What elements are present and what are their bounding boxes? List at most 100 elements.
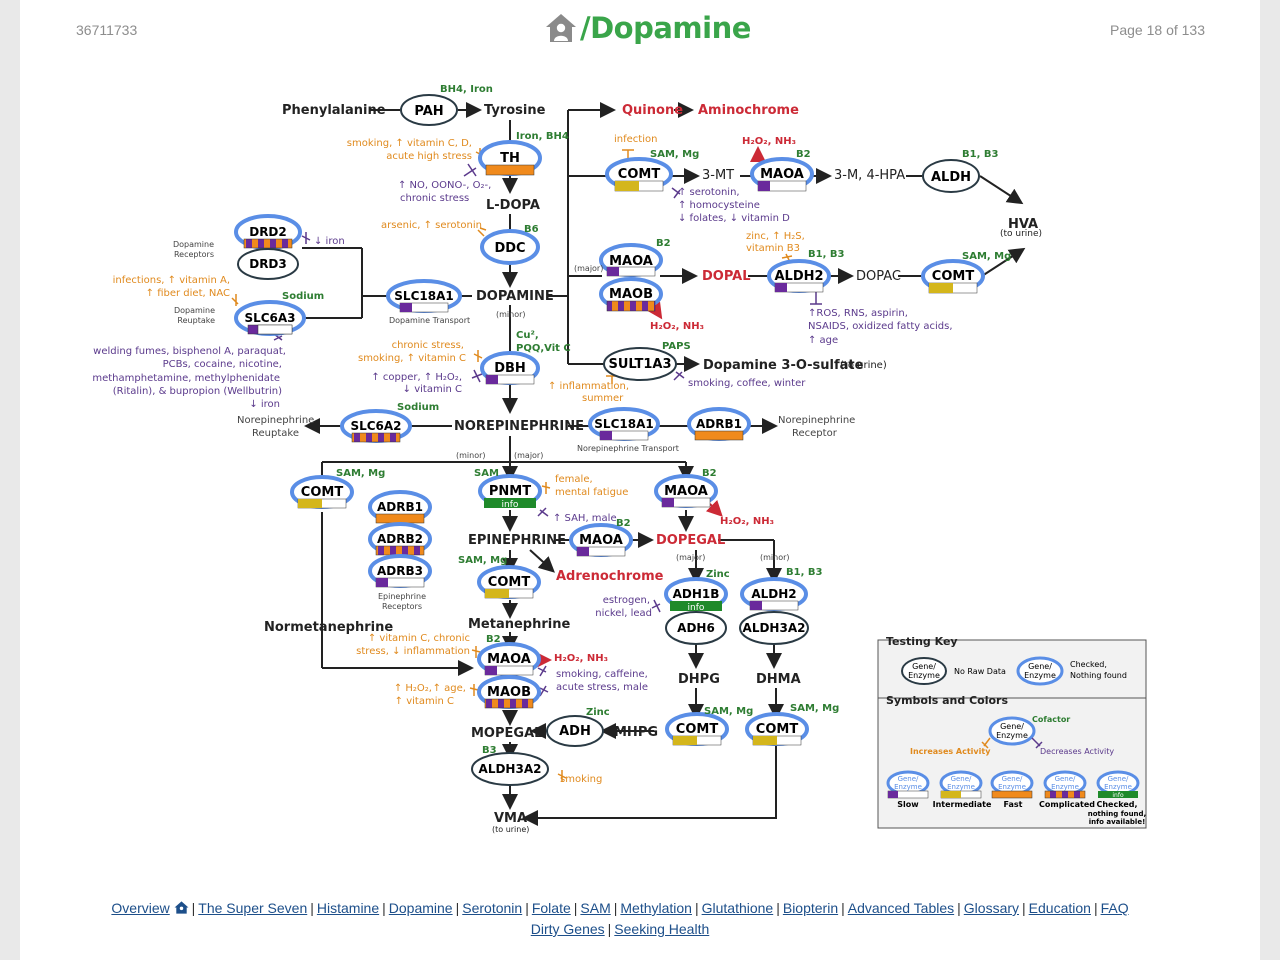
legend-decreases: Decreases Activity [1040, 747, 1114, 756]
svg-text:smoking, coffee, winter: smoking, coffee, winter [688, 378, 806, 389]
svg-text:smoking, ↑ vitamin C, D,: smoking, ↑ vitamin C, D, [347, 138, 472, 149]
nav-histamine[interactable]: Histamine [316, 900, 380, 916]
enzyme-aldh2-b[interactable]: ALDH2 [740, 577, 808, 611]
svg-text:ADRB3: ADRB3 [377, 564, 423, 578]
svg-text:vitamin B3: vitamin B3 [746, 243, 800, 254]
legend-speed-samples: Gene/ Enzyme Slow Gene/ Enzyme Intermedi… [886, 770, 1146, 826]
svg-text:Enzyme: Enzyme [947, 783, 975, 791]
enzyme-slc18a1[interactable]: SLC18A1 [386, 279, 462, 313]
enzyme-slc6a3[interactable]: SLC6A3 [234, 300, 306, 336]
nav-methylation[interactable]: Methylation [620, 900, 692, 916]
nav-super-seven[interactable]: The Super Seven [198, 900, 308, 916]
decrease-notes: ↑ NO, OONO-, O₂-, chronic stress ↑ serot… [92, 180, 952, 693]
enzyme-adrb3[interactable]: ADRB3 [368, 554, 432, 588]
enzyme-th[interactable]: TH [478, 140, 542, 176]
nav-folate[interactable]: Folate [531, 900, 571, 916]
legend-cofactor: Cofactor [1032, 715, 1070, 724]
nav-sam[interactable]: SAM [580, 900, 611, 916]
svg-text:MAOB: MAOB [487, 685, 531, 700]
enzyme-adrb1-a[interactable]: ADRB1 [687, 407, 751, 441]
svg-text:Norepinephrine: Norepinephrine [237, 415, 314, 426]
svg-text:MAOB: MAOB [609, 287, 653, 302]
metabolite-labels: Phenylalanine Tyrosine L-DOPA DOPAMINE Q… [264, 103, 1042, 834]
svg-text:COMT: COMT [676, 722, 719, 737]
enzyme-comt-1[interactable]: COMT [605, 157, 673, 192]
svg-text:NSAIDS, oxidized fatty acids,: NSAIDS, oxidized fatty acids, [808, 321, 953, 332]
enzyme-comt-4[interactable]: COMT [477, 565, 541, 599]
svg-text:COMT: COMT [932, 269, 975, 284]
enzyme-aldh3a2-b[interactable]: ALDH3A2 [471, 752, 549, 786]
label-mhpg: MHPG [614, 725, 658, 740]
cofactor-sodium-2: Sodium [397, 402, 439, 413]
enzyme-aldh[interactable]: ALDH [922, 159, 980, 193]
enzyme-maob-2[interactable]: MAOB [477, 675, 541, 709]
label-norepinephrine: NOREPINEPHRINE [454, 419, 584, 434]
svg-text:(Ritalin), & bupropion (Wellbu: (Ritalin), & bupropion (Wellbutrin) [113, 386, 282, 397]
enzyme-drd2[interactable]: DRD2 [234, 214, 302, 250]
nav-seeking-health[interactable]: Seeking Health [614, 921, 710, 937]
svg-text:Reuptake: Reuptake [177, 316, 215, 325]
svg-text:chronic stress,: chronic stress, [392, 340, 464, 351]
svg-text:Receptors: Receptors [174, 250, 214, 259]
enzyme-comt-5[interactable]: COMT [665, 712, 729, 746]
enzyme-maoa-5[interactable]: MAOA [477, 642, 541, 676]
enzyme-maoa-4[interactable]: MAOA [569, 523, 633, 557]
enzyme-adrb2[interactable]: ADRB2 [368, 522, 432, 556]
enzyme-adh[interactable]: ADH [546, 715, 604, 747]
enzyme-maoa-1[interactable]: MAOA [750, 157, 814, 192]
nav-serotonin[interactable]: Serotonin [462, 900, 523, 916]
svg-text:↑ NO, OONO-, O₂-,: ↑ NO, OONO-, O₂-, [398, 180, 491, 191]
nav-biopterin[interactable]: Biopterin [782, 900, 839, 916]
enzyme-aldh2-a[interactable]: ALDH2 [767, 259, 831, 293]
nav-glutathione[interactable]: Glutathione [701, 900, 774, 916]
enzyme-comt-3[interactable]: COMT [290, 475, 354, 509]
nav-advanced-tables[interactable]: Advanced Tables [847, 900, 955, 916]
home-icon[interactable] [544, 11, 578, 45]
enzyme-drd3[interactable]: DRD3 [237, 248, 299, 280]
enzyme-maoa-2[interactable]: MAOA [599, 243, 663, 277]
enzyme-slc6a2[interactable]: SLC6A2 [340, 409, 412, 443]
nav-education[interactable]: Education [1028, 900, 1091, 916]
home-icon-small[interactable] [174, 901, 189, 914]
svg-text:DRD2: DRD2 [249, 225, 287, 239]
enzyme-maob-1[interactable]: MAOB [599, 277, 663, 312]
svg-text:infection: infection [614, 134, 657, 145]
svg-text:info: info [1112, 792, 1124, 799]
svg-text:Gene/: Gene/ [1055, 775, 1076, 783]
page-title: /Dopamine [544, 8, 751, 48]
svg-text:SLC18A1: SLC18A1 [594, 417, 653, 431]
nav-dirty-genes[interactable]: Dirty Genes [530, 921, 605, 937]
nav-dopamine[interactable]: Dopamine [388, 900, 453, 916]
svg-text:info available!: info available! [1089, 818, 1146, 826]
svg-text:(major): (major) [676, 553, 705, 562]
enzyme-nodes: PAH TH DDC DRD2 DRD3 SLC6A3 SLC18A1 COMT… [234, 94, 985, 786]
svg-text:COMT: COMT [301, 485, 344, 500]
modifier-ticks [231, 148, 822, 782]
legend-testing-key: Testing Key [886, 635, 958, 648]
enzyme-sult1a3[interactable]: SULT1A3 [603, 347, 677, 381]
svg-text:estrogen,: estrogen, [603, 595, 650, 606]
label-quinone: Quinone [622, 103, 683, 118]
enzyme-pah[interactable]: PAH [400, 94, 458, 126]
enzyme-dbh[interactable]: DBH [480, 351, 540, 385]
svg-text:Gene/: Gene/ [912, 662, 936, 671]
enzyme-slc18a1-b[interactable]: SLC18A1 [588, 407, 660, 441]
svg-text:↑ copper, ↑ H₂O₂,: ↑ copper, ↑ H₂O₂, [371, 372, 462, 383]
label-metanephrine: Metanephrine [468, 617, 570, 632]
enzyme-aldh3a2-a[interactable]: ALDH3A2 [739, 611, 809, 645]
enzyme-comt-2[interactable]: COMT [921, 259, 985, 294]
nav-overview[interactable]: Overview [111, 900, 170, 916]
enzyme-comt-6[interactable]: COMT [745, 712, 809, 746]
enzyme-adh6[interactable]: ADH6 [665, 611, 727, 645]
cofactor-sam-mg-6: SAM, Mg [790, 703, 839, 714]
enzyme-maoa-3[interactable]: MAOA [654, 474, 718, 508]
svg-text:MAOA: MAOA [760, 167, 804, 182]
svg-text:nothing found,: nothing found, [1088, 810, 1146, 818]
nav-glossary[interactable]: Glossary [963, 900, 1020, 916]
enzyme-adrb1-b[interactable]: ADRB1 [368, 490, 432, 524]
nav-faq[interactable]: FAQ [1100, 900, 1129, 916]
enzyme-ddc[interactable]: DDC [480, 229, 540, 265]
svg-text:(major): (major) [574, 264, 603, 273]
